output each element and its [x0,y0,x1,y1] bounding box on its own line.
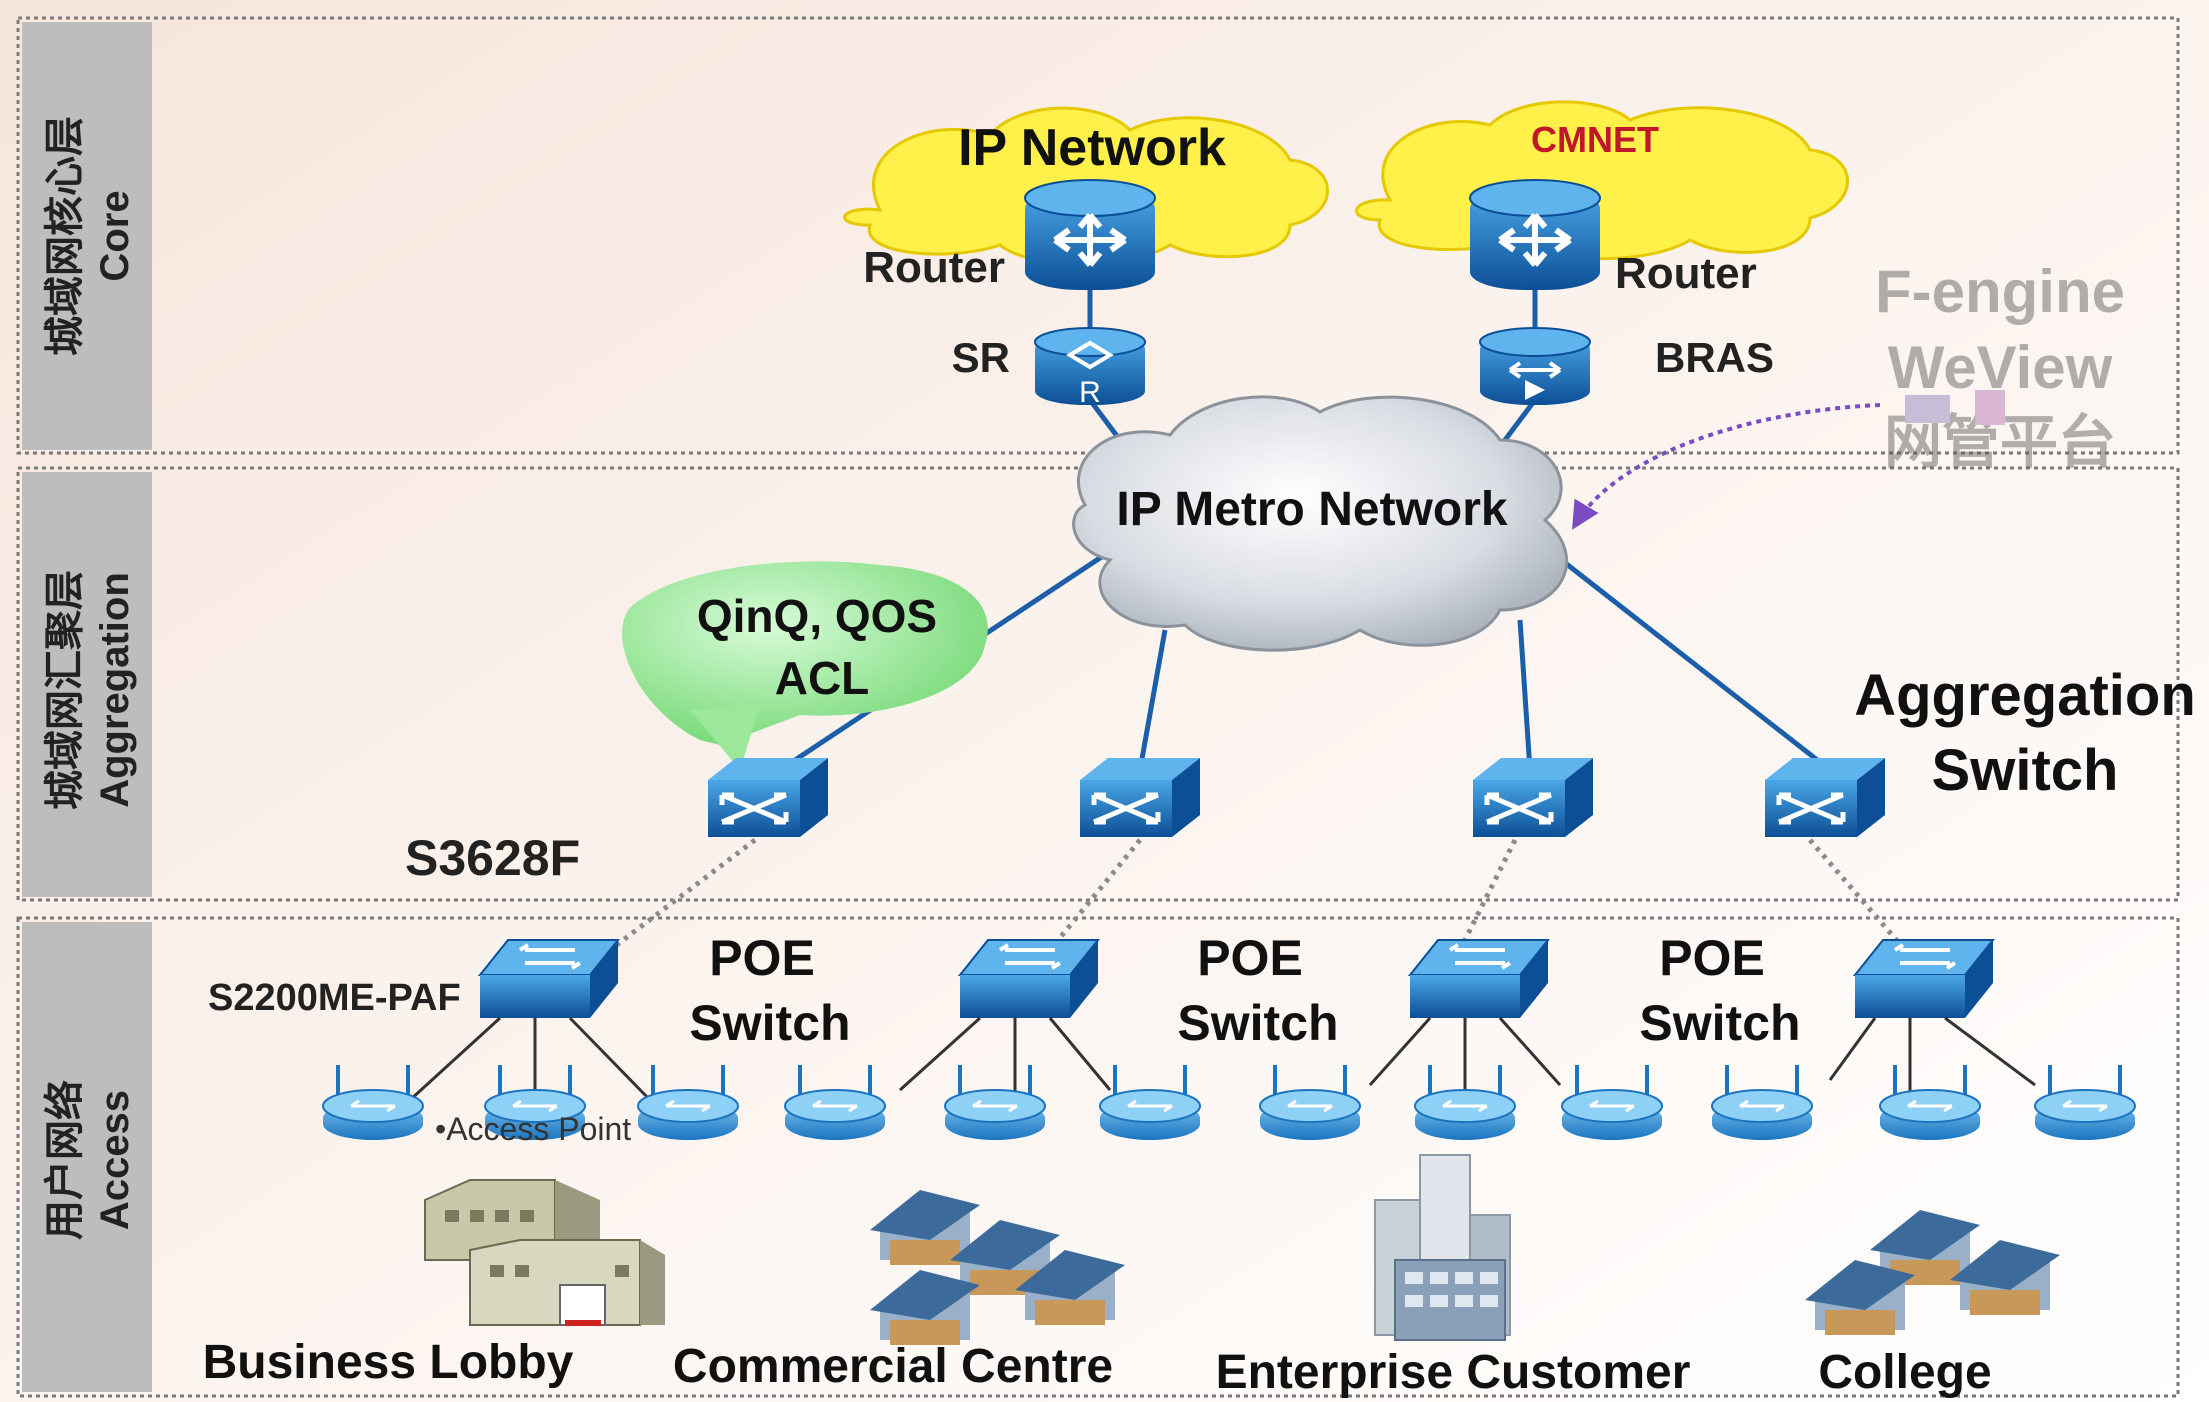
poe-label-1-line2: Switch [689,995,850,1051]
router-right-icon [1469,179,1601,290]
bras-label: BRAS [1655,334,1774,381]
building-label-college: College [1818,1346,1991,1399]
access-point-icon [1259,1065,1361,1140]
access-point-icon [637,1065,739,1140]
college-icon [1805,1210,2060,1335]
cmnet-cloud: CMNET [1355,100,1849,261]
fengine-line2: WeView [1888,334,2113,401]
router-right-label: Router [1615,249,1757,298]
layer-access-en: Access [93,1090,137,1230]
access-point-icon [484,1065,586,1140]
router-left-label: Router [863,243,1005,292]
access-point-icon [1711,1065,1813,1140]
access-point-label: •Access Point [435,1111,631,1147]
commercial-centre-icon [870,1190,1125,1345]
access-point-icon [1099,1065,1201,1140]
poe-label-2-line1: POE [1197,930,1303,986]
layer-label-core: 城域网核心层 Core [43,116,137,356]
ip-metro-label: IP Metro Network [1116,483,1508,536]
layer-aggregation-en: Aggregation [93,572,137,808]
ip-metro-cloud: IP Metro Network [1072,395,1569,652]
layer-label-access: 用户网络 Access [42,1080,137,1240]
layer-frames [16,16,2180,1398]
building-label-business-lobby: Business Lobby [203,1336,574,1389]
ip-network-label: IP Network [958,119,1226,177]
fengine-weview: F-engine WeView 网管平台 [1875,258,2125,475]
cmnet-label: CMNET [1531,119,1659,160]
business-lobby-icon [424,1179,665,1326]
poe-label-2-line2: Switch [1177,995,1338,1051]
bubble-line2: ACL [775,652,870,704]
layer-core-en: Core [93,190,137,281]
s2200-label: S2200ME-PAF [208,977,461,1019]
fengine-line1: F-engine [1875,258,2125,325]
poe-switch-label-3: POE Switch [1639,930,1800,1051]
access-point-icon [784,1065,886,1140]
poe-label-1-line1: POE [709,930,815,986]
aggregation-switch-label-2: Switch [1932,738,2119,803]
layer-core-cn: 城域网核心层 [43,116,87,356]
access-points [322,1065,2136,1140]
aggregation-switch-2 [1080,758,1200,837]
management-arrow [1572,403,1881,530]
access-point-icon [1879,1065,1981,1140]
aggregation-switch-3 [1473,758,1593,837]
access-point-links [408,1016,2036,1102]
sr-label: SR [952,334,1010,381]
poe-switch-3 [1407,939,1551,1018]
layer-aggregation-cn: 城域网汇聚层 [43,570,87,810]
poe-switch-4 [1852,939,1996,1018]
aggregation-switch-1 [708,758,828,837]
s3628f-label: S3628F [405,830,580,886]
poe-label-3-line1: POE [1659,930,1765,986]
access-uplinks [608,838,1907,952]
layer-label-aggregation: 城域网汇聚层 Aggregation [43,570,137,810]
svg-text:R: R [1079,376,1101,409]
access-point-icon [944,1065,1046,1140]
qinq-qos-bubble: QinQ, QOS ACL [622,561,988,770]
access-point-icon [2034,1065,2136,1140]
building-label-commercial-centre: Commercial Centre [673,1340,1113,1393]
bras-icon [1479,327,1591,405]
aggregation-switch-4 [1765,758,1885,837]
sr-icon: R [1034,327,1146,409]
access-point-icon [1414,1065,1516,1140]
bubble-line1: QinQ, QOS [697,590,937,642]
aggregation-switch-label-1: Aggregation [1854,663,2196,728]
fengine-line3: 网管平台 [1884,410,2116,475]
building-label-enterprise-customer: Enterprise Customer [1216,1346,1691,1399]
router-left-icon [1024,179,1156,290]
enterprise-customer-icon [1374,1154,1511,1341]
poe-label-3-line2: Switch [1639,995,1800,1051]
poe-switch-label-2: POE Switch [1177,930,1338,1051]
layer-access-cn: 用户网络 [42,1080,87,1240]
access-point-icon [322,1065,424,1140]
poe-switch-2 [957,939,1101,1018]
access-point-icon [1561,1065,1663,1140]
poe-switch-label-1: POE Switch [689,930,850,1051]
poe-switch-1 [477,939,621,1018]
